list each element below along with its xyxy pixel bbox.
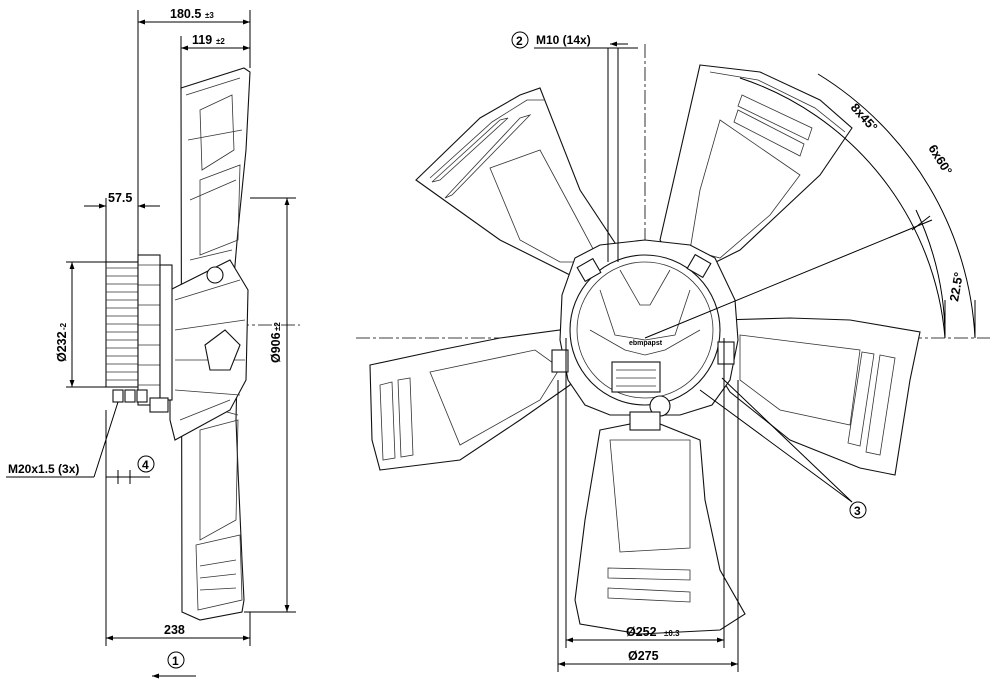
- balloon-1: 1: [172, 654, 179, 668]
- angle-22-5: 22.5°: [947, 271, 966, 302]
- mounting-thread-label: M10 (14x): [536, 33, 591, 47]
- angle-6x60: 6x60°: [925, 142, 954, 177]
- balloon-4: 4: [142, 458, 149, 472]
- dim-overall-depth-value: 180.5: [170, 7, 201, 21]
- dim-motor-offset: 57.5: [84, 191, 160, 262]
- side-blade-profile: [169, 67, 251, 621]
- dim-motor-diameter-tolerance: -2: [59, 322, 68, 330]
- nameplate-logo: ebmpapst: [629, 340, 663, 347]
- dim-blade-depth-tolerance: ±2: [216, 37, 225, 46]
- dim-motor-outer-diameter-value: Ø275: [628, 649, 659, 663]
- blade-bottom: [574, 419, 746, 635]
- dim-blade-depth: 119 ±2: [180, 33, 250, 90]
- airflow-direction-callout: 1: [152, 651, 196, 679]
- blade-left: [369, 329, 581, 471]
- blade-upper-left: [415, 87, 626, 281]
- dim-overall-depth-tolerance: ±3: [205, 11, 214, 20]
- balloon-3: 3: [854, 504, 861, 518]
- dim-motor-diameter: Ø232 -2: [55, 261, 106, 388]
- dim-total-width-value: 238: [164, 623, 185, 637]
- mounting-thread-callout: 2 M10 (14x): [511, 31, 638, 262]
- front-view: ebmpapst 2 M10 (14x): [356, 31, 990, 672]
- dim-bolt-circle: Ø252 ±0.3: [565, 338, 725, 648]
- cable-gland-callout: M20x1.5 (3x) 4: [6, 401, 155, 484]
- blade-upper-right: [659, 64, 853, 271]
- dim-motor-diameter-value: Ø232: [55, 331, 69, 362]
- dim-fan-diameter-tolerance: ±2: [273, 322, 282, 331]
- balance-callout: 3: [699, 377, 867, 519]
- fan-blades: [369, 64, 921, 635]
- dim-fan-diameter: Ø906 ±2: [244, 197, 296, 613]
- cable-gland-thread-label: M20x1.5 (3x): [8, 462, 79, 476]
- dim-bolt-circle-tolerance: ±0.3: [664, 629, 680, 638]
- dim-overall-depth: 180.5 ±3: [137, 7, 251, 262]
- dim-bolt-circle-value: Ø252: [626, 625, 657, 639]
- motor-hub: ebmpapst: [551, 239, 739, 431]
- dim-blade-depth-value: 119: [192, 33, 212, 47]
- balloon-2: 2: [516, 34, 523, 48]
- dim-motor-offset-value: 57.5: [108, 191, 132, 205]
- dim-total-width: 238: [105, 410, 251, 646]
- dim-fan-diameter-value: Ø906: [269, 332, 283, 363]
- dim-motor-outer-diameter: Ø275: [557, 380, 739, 672]
- side-motor: [105, 254, 173, 413]
- angle-8x45: 8x45°: [848, 101, 880, 135]
- side-view: 180.5 ±3 119 ±2 57.5 Ø232 -2: [6, 7, 300, 679]
